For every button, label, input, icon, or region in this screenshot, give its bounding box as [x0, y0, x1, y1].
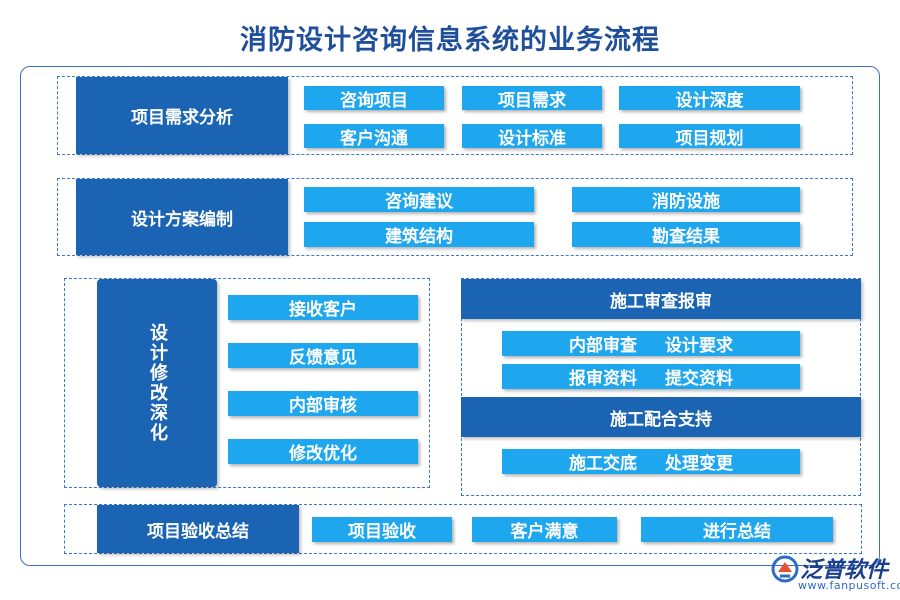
- construction-support-label: 处理变更: [665, 454, 733, 474]
- logo-url: www.fanpusoft.com: [798, 579, 900, 592]
- requirement-item: 客户沟通: [304, 124, 444, 149]
- deepening-header: 设计修改深化: [97, 279, 217, 487]
- outer-frame: [20, 66, 880, 566]
- requirement-item: 项目需求: [462, 86, 602, 111]
- requirement-item: 项目规划: [619, 124, 800, 149]
- construction-review-label: 设计要求: [665, 336, 733, 356]
- construction-review-label: 报审资料: [569, 369, 637, 389]
- construction-review-row: 报审资料 提交资料: [502, 364, 800, 389]
- design-item: 建筑结构: [304, 222, 534, 247]
- acceptance-item: 客户满意: [472, 517, 617, 542]
- acceptance-section: [64, 504, 862, 554]
- acceptance-item: 进行总结: [641, 517, 833, 542]
- requirement-item: 设计深度: [619, 86, 800, 111]
- construction-review-label: 提交资料: [665, 369, 733, 389]
- requirement-item: 咨询项目: [304, 86, 444, 111]
- design-section: [57, 178, 853, 256]
- construction-review-header: 施工审查报审: [461, 279, 861, 319]
- deepening-item: 反馈意见: [228, 343, 418, 368]
- deepening-item: 修改优化: [228, 439, 418, 464]
- design-header: 设计方案编制: [76, 179, 288, 255]
- construction-support-row: 施工交底 处理变更: [502, 449, 800, 474]
- requirement-header: 项目需求分析: [76, 77, 288, 154]
- requirement-section: [57, 76, 853, 155]
- page-title: 消防设计咨询信息系统的业务流程: [240, 25, 660, 56]
- requirement-item: 设计标准: [462, 124, 602, 149]
- deepening-section: [64, 278, 430, 488]
- design-item: 咨询建议: [304, 187, 534, 212]
- construction-support-label: 施工交底: [569, 454, 637, 474]
- deepening-item: 内部审核: [228, 391, 418, 416]
- design-item: 消防设施: [572, 187, 800, 212]
- construction-support-header: 施工配合支持: [461, 397, 861, 437]
- deepening-item: 接收客户: [228, 295, 418, 320]
- fanpu-logo: 泛普软件 www.fanpusoft.com: [770, 552, 900, 596]
- construction-section: [461, 278, 861, 496]
- logo-name: 泛普软件: [800, 558, 889, 583]
- acceptance-item: 项目验收: [312, 517, 452, 542]
- construction-review-label: 内部审查: [569, 336, 637, 356]
- design-item: 勘查结果: [572, 222, 800, 247]
- fanpu-logo-icon: [771, 555, 799, 583]
- construction-review-row: 内部审查 设计要求: [502, 331, 800, 356]
- acceptance-header: 项目验收总结: [97, 505, 299, 553]
